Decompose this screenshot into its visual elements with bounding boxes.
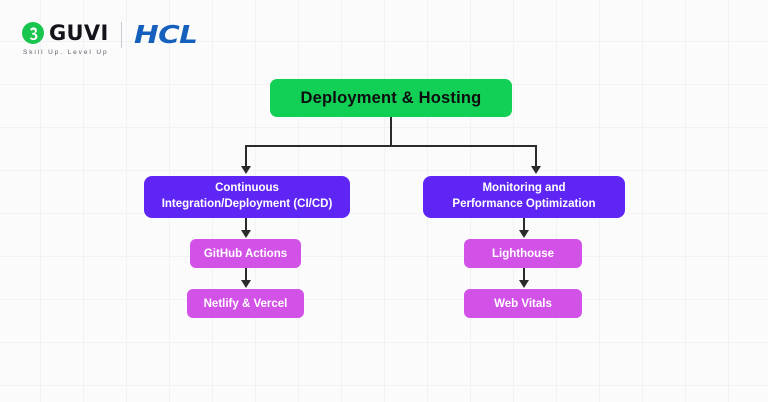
edge-root-bus — [245, 145, 537, 147]
brand-divider — [120, 22, 122, 48]
arrow-netlify-vercel-icon — [241, 280, 251, 288]
guvi-logo: GUVI Skill Up. Level Up — [22, 22, 109, 56]
edge-branch-right-drop — [535, 145, 537, 168]
guvi-tagline: Skill Up. Level Up — [23, 49, 109, 56]
node-netlify-vercel[interactable]: Netlify & Vercel — [187, 289, 304, 318]
hcl-wordmark: HCL — [133, 20, 198, 49]
node-continuous-integration-deployment[interactable]: Continuous Integration/Deployment (CI/CD… — [144, 176, 350, 218]
arrow-lighthouse-icon — [519, 230, 529, 238]
edge-right-to-lighthouse — [523, 218, 525, 232]
node-web-vitals[interactable]: Web Vitals — [464, 289, 582, 318]
node-lighthouse[interactable]: Lighthouse — [464, 239, 582, 268]
edge-left-to-github-actions — [245, 218, 247, 232]
edge-root-stem — [390, 117, 392, 146]
guvi-logo-row: GUVI — [22, 22, 109, 44]
node-monitoring-performance-optimization[interactable]: Monitoring and Performance Optimization — [423, 176, 625, 218]
node-label-line2: Performance Optimization — [452, 198, 596, 210]
node-root-deployment-hosting[interactable]: Deployment & Hosting — [270, 79, 512, 117]
arrow-branch-left-icon — [241, 166, 251, 174]
node-label-line1: Monitoring and — [482, 182, 566, 195]
edge-lighthouse-to-web-vitals — [523, 268, 525, 282]
node-label-line1: Continuous — [215, 182, 279, 195]
node-label-block: Continuous Integration/Deployment (CI/CD… — [162, 181, 333, 212]
guvi-wordmark: GUVI — [49, 20, 109, 45]
node-label-block: Monitoring and Performance Optimization — [452, 181, 595, 212]
edge-github-actions-to-netlify — [245, 268, 247, 282]
arrow-web-vitals-icon — [519, 280, 529, 288]
node-github-actions[interactable]: GitHub Actions — [190, 239, 301, 268]
node-label-line2: Integration/Deployment (CI/CD) — [161, 198, 333, 210]
arrow-branch-right-icon — [531, 166, 541, 174]
guvi-g-glyph-icon — [22, 22, 44, 44]
brand-lockup: GUVI Skill Up. Level Up HCL — [22, 22, 198, 56]
edge-branch-left-drop — [245, 145, 247, 168]
arrow-github-actions-icon — [241, 230, 251, 238]
